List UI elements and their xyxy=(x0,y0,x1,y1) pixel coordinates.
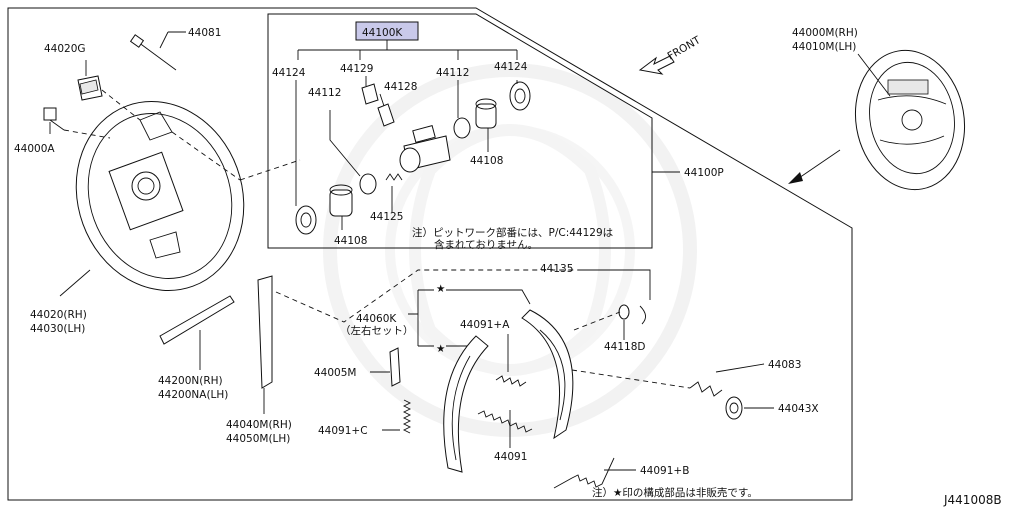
callout-44060K-sub: （左右セット） xyxy=(340,324,414,337)
direction-arrow-icon xyxy=(788,149,841,184)
callout-44050M: 44050M(LH) xyxy=(226,433,290,445)
diagram-id: J441008B xyxy=(943,493,1002,507)
lever-44200N[interactable] xyxy=(159,295,235,345)
callout-44030LH: 44030(LH) xyxy=(30,323,85,335)
callout-44129: 44129 xyxy=(340,63,373,75)
strut-44005M[interactable] xyxy=(389,347,401,387)
callout-44112-right: 44112 xyxy=(436,67,469,79)
leader-plate-cyl xyxy=(171,131,241,181)
callout-44000A: 44000A xyxy=(14,143,55,155)
front-arrow-icon xyxy=(638,55,675,75)
callout-44081: 44081 xyxy=(188,27,221,39)
spring-44125[interactable] xyxy=(385,173,403,181)
plate-44040M[interactable] xyxy=(257,275,273,389)
callout-44040M: 44040M(RH) xyxy=(226,419,292,431)
boot-44124-right[interactable] xyxy=(509,81,531,111)
wheel-cylinder-frame xyxy=(267,13,653,249)
leader-shoe-dashed xyxy=(275,269,580,323)
callout-44091: 44091 xyxy=(494,451,527,463)
pitwork-note-line2: 含まれておりません。 xyxy=(434,238,538,251)
callout-44020RH: 44020(RH) xyxy=(30,309,87,321)
callout-44005M: 44005M xyxy=(314,367,356,379)
spring-44091C[interactable] xyxy=(402,399,412,434)
wheel-cylinder-body[interactable] xyxy=(399,125,451,173)
spring-44091[interactable] xyxy=(477,410,533,433)
callout-44118D: 44118D xyxy=(604,341,646,353)
brake-assembly-illustration[interactable] xyxy=(845,42,976,199)
callout-44083: 44083 xyxy=(768,359,801,371)
callout-44091C: 44091+C xyxy=(318,425,368,437)
star-marker-top: ★ xyxy=(436,283,445,295)
plug-44020G[interactable] xyxy=(77,75,103,101)
callout-44124-right: 44124 xyxy=(494,61,528,73)
callout-44100P: 44100P xyxy=(684,167,724,179)
kit-label: 44100K xyxy=(362,27,403,39)
callout-44135: 44135 xyxy=(540,263,573,275)
star-marker-bottom: ★ xyxy=(436,343,445,355)
callout-44010M: 44010M(LH) xyxy=(792,41,856,53)
assembly-frame xyxy=(7,7,853,501)
washer-44043X[interactable] xyxy=(725,396,743,420)
callout-44060K: 44060K xyxy=(356,313,397,325)
brake-shoe-right[interactable] xyxy=(521,309,574,440)
callout-44091B: 44091+B xyxy=(640,465,689,477)
front-label: FRONT xyxy=(666,34,704,63)
callout-44112-left: 44112 xyxy=(308,87,341,99)
callout-44124-left: 44124 xyxy=(272,67,306,79)
callout-44200NA: 44200NA(LH) xyxy=(158,389,228,401)
spring-44083[interactable] xyxy=(689,381,723,397)
bleeder-44128[interactable] xyxy=(377,103,395,127)
callout-44125: 44125 xyxy=(370,211,403,223)
piston-44108-left[interactable] xyxy=(329,184,353,217)
backing-plate[interactable] xyxy=(50,78,270,315)
callout-44108-right: 44108 xyxy=(470,155,503,167)
brake-shoe-left[interactable] xyxy=(443,335,489,473)
spring-44091A[interactable] xyxy=(495,375,527,387)
cup-44112-right[interactable] xyxy=(453,117,471,139)
kit-bracket xyxy=(297,40,518,60)
not-sold-note: 注）★印の構成部品は非販売です。 xyxy=(592,486,758,499)
callout-44020G: 44020G xyxy=(44,43,86,55)
pitwork-note-line1: 注）ピットワーク部番には、P/C:44129は xyxy=(412,226,613,239)
clip-44118D[interactable] xyxy=(618,304,646,325)
callout-44128: 44128 xyxy=(384,81,417,93)
piston-44108-right[interactable] xyxy=(475,98,497,129)
bolt-44081[interactable] xyxy=(129,34,177,71)
cap-44129[interactable] xyxy=(361,83,379,105)
spring-44091B[interactable] xyxy=(553,457,615,489)
callout-44091A: 44091+A xyxy=(460,319,510,331)
callout-44000M: 44000M(RH) xyxy=(792,27,858,39)
callout-44108-left: 44108 xyxy=(334,235,367,247)
callout-44043X: 44043X xyxy=(778,403,819,415)
cup-44112-left[interactable] xyxy=(359,173,377,195)
boot-44124-left[interactable] xyxy=(295,205,317,235)
callout-44200N: 44200N(RH) xyxy=(158,375,223,387)
bolt-44000A[interactable] xyxy=(43,107,65,131)
